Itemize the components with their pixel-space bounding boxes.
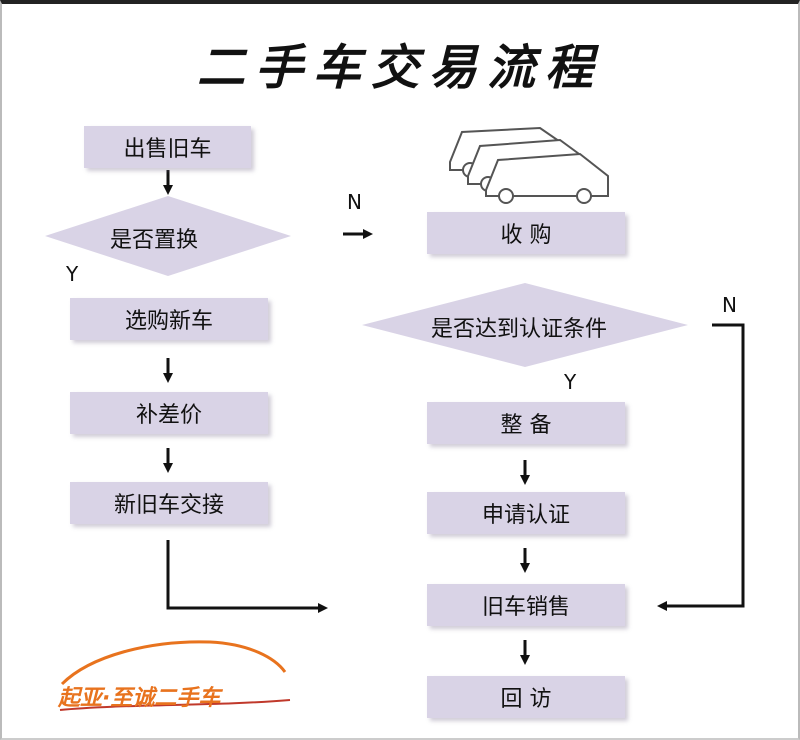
decision-certification-diamond (362, 283, 688, 367)
connector-cert-no-to-sales (657, 323, 745, 611)
trade-in-no-label: N (347, 190, 362, 214)
brand-logo: 起亚·至诚二手车 (58, 686, 221, 711)
cert-no-label: N (722, 293, 737, 317)
step-sell-old-car: 出售旧车 (84, 126, 251, 168)
step-pay-difference: 补差价 (70, 392, 268, 434)
step-handover: 新旧车交接 (70, 482, 268, 524)
step-used-car-sales: 旧车销售 (427, 584, 625, 626)
connector-handover-to-sales (166, 540, 328, 613)
decision-trade-in-diamond (45, 196, 291, 276)
step-follow-up: 回 访 (427, 676, 625, 718)
cert-yes-label: Y (564, 370, 577, 394)
diagram-title: 二手车交易流程 (196, 40, 603, 96)
decision-trade-in-label: 是否置换 (110, 228, 199, 253)
step-purchase: 收 购 (427, 212, 625, 254)
step-choose-new-car: 选购新车 (70, 298, 268, 340)
car-stack-icon (449, 126, 609, 204)
trade-in-yes-label: Y (66, 262, 79, 286)
logo-car-swoosh-icon (59, 640, 291, 711)
step-apply-certification: 申请认证 (427, 492, 625, 534)
decision-certification-label: 是否达到认证条件 (431, 317, 608, 342)
step-reconditioning: 整 备 (427, 402, 625, 444)
